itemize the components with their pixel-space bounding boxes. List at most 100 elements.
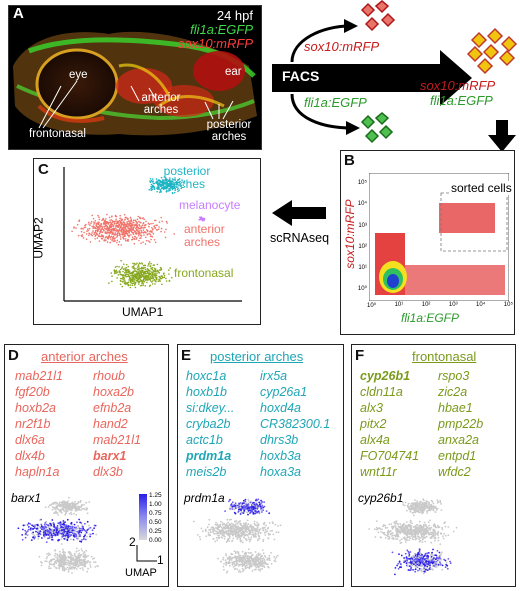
umap-point-anterior: [140, 235, 143, 237]
feature-point: [431, 561, 433, 564]
feature-point: [416, 508, 419, 510]
umap-point-anterior: [133, 219, 135, 222]
feature-point: [49, 522, 51, 525]
feature-point: [237, 571, 240, 573]
eye-label: eye: [69, 69, 88, 81]
feature-point: [414, 511, 417, 514]
feature-umap-cyp26b1: [368, 498, 458, 576]
feature-point: [239, 540, 242, 543]
gene-name: entpd1: [438, 449, 477, 463]
feature-point: [77, 565, 79, 568]
feature-point: [241, 534, 243, 537]
feature-point: [394, 526, 397, 529]
feature-point: [88, 561, 91, 564]
feature-point: [58, 503, 60, 506]
feature-point: [432, 524, 435, 527]
feature-point: [46, 556, 49, 558]
umap-point-frontonasal: [119, 268, 122, 271]
feature-point: [48, 561, 51, 563]
feature-point: [209, 529, 212, 531]
feature-point: [412, 563, 415, 565]
feature-point: [67, 500, 69, 503]
umap-point-anterior: [118, 219, 121, 222]
feature-point: [231, 561, 233, 564]
feature-point: [91, 529, 94, 532]
umap-point-anterior: [108, 227, 110, 230]
feature-point: [53, 554, 56, 557]
feature-point: [40, 564, 43, 567]
feature-point: [261, 567, 263, 570]
feature-point: [67, 569, 70, 571]
feature-point: [39, 530, 42, 533]
feature-point: [426, 512, 428, 514]
feature-point: [417, 526, 420, 528]
feature-point: [431, 500, 434, 503]
umap-point-anterior: [139, 221, 141, 224]
feature-point: [77, 500, 80, 503]
feature-point: [86, 570, 88, 573]
feature-point: [91, 558, 94, 560]
feature-point: [418, 506, 421, 509]
umap-point-frontonasal: [136, 273, 138, 275]
umap-point-frontonasal: [148, 263, 150, 266]
gate-label: sorted cells: [449, 181, 514, 195]
feature-point: [35, 530, 37, 533]
umap-point-anterior: [146, 234, 149, 236]
umap-point-posterior: [175, 186, 178, 188]
feature-point: [415, 504, 418, 506]
umap-point-anterior: [137, 230, 139, 233]
feature-point: [64, 512, 67, 515]
umap-point-frontonasal: [111, 275, 113, 277]
umap-point-anterior: [109, 232, 111, 235]
feature-point: [412, 514, 415, 517]
umap-point-frontonasal: [143, 280, 146, 283]
feature-point: [273, 538, 276, 541]
feature-point: [410, 561, 412, 563]
feature-point: [76, 507, 79, 510]
feature-point: [55, 505, 58, 508]
feature-point: [46, 529, 49, 532]
feature-point: [255, 505, 258, 507]
feature-point: [379, 536, 382, 539]
umap-point-anterior: [140, 231, 143, 234]
feature-point: [437, 530, 440, 533]
feature-point: [420, 534, 423, 537]
feature-point: [71, 507, 74, 510]
feature-point: [260, 499, 262, 502]
feature-point: [221, 536, 223, 539]
feature-point: [384, 537, 387, 539]
feature-point: [45, 557, 48, 560]
umap-point-anterior: [158, 226, 160, 228]
feature-point: [413, 558, 416, 561]
feature-point: [75, 562, 78, 565]
feature-point: [391, 525, 393, 528]
umap-point-frontonasal: [122, 280, 124, 282]
umap-point-frontonasal: [136, 270, 138, 273]
feature-point: [77, 506, 80, 509]
feature-point: [253, 501, 255, 504]
umap-point-anterior: [154, 219, 156, 222]
feature-point: [78, 559, 81, 562]
feature-point: [53, 534, 56, 537]
umap-point-posterior: [150, 189, 153, 191]
umap-point-anterior: [104, 225, 107, 227]
feature-point: [48, 537, 50, 540]
feature-point: [247, 507, 249, 510]
umap-point-posterior: [173, 185, 175, 188]
feature-point: [262, 529, 264, 531]
umap-point-anterior: [92, 217, 95, 220]
feature-point: [246, 519, 249, 522]
feature-point: [228, 500, 230, 503]
feature-point: [51, 529, 54, 531]
feature-point: [259, 503, 261, 506]
feature-point: [242, 569, 245, 571]
gene-name: dlx3b: [93, 465, 123, 479]
umap-point-posterior: [167, 188, 170, 190]
feature-point: [17, 527, 20, 530]
feature-point: [420, 537, 422, 539]
feature-point: [242, 536, 245, 539]
umap-point-anterior: [106, 213, 108, 216]
feature-point: [438, 558, 441, 561]
feature-point: [243, 502, 246, 505]
umap-point-frontonasal: [124, 267, 126, 269]
